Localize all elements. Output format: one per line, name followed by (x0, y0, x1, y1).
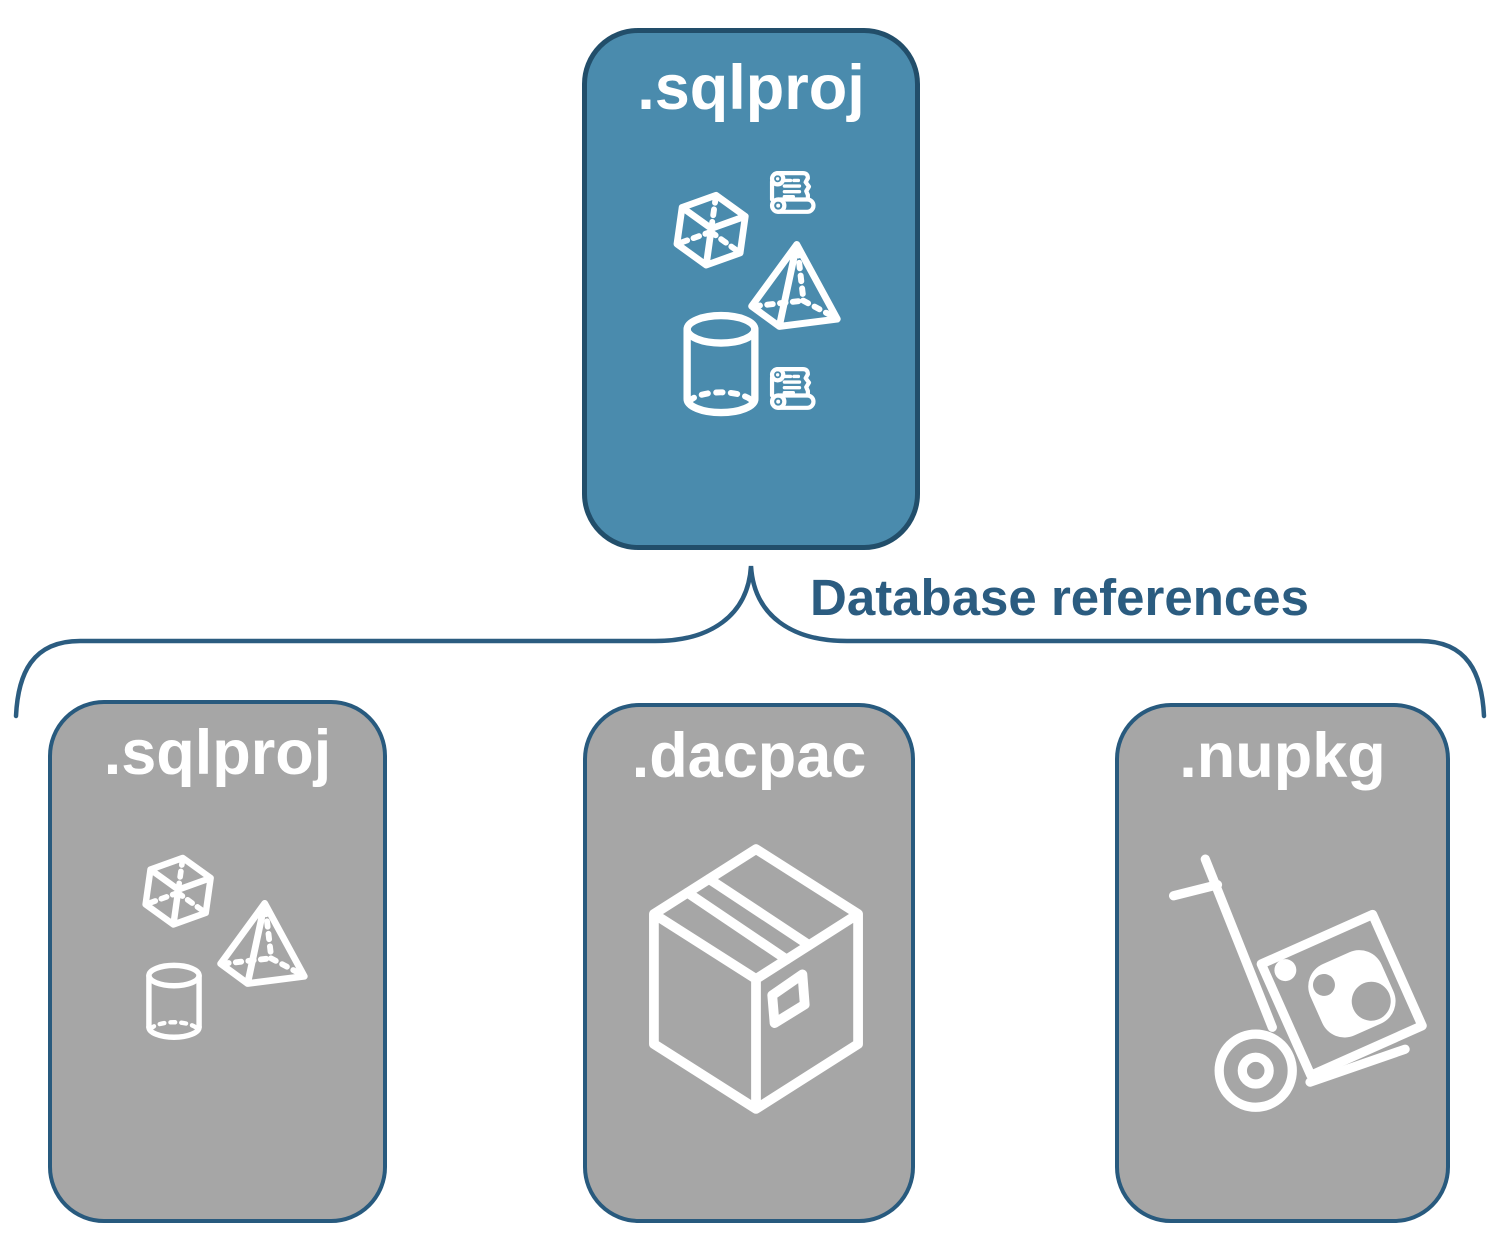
cylinder-icon (675, 311, 767, 419)
cube-icon (136, 852, 220, 932)
child-node-dacpac: .dacpac (583, 703, 915, 1223)
child-node-sqlproj: .sqlproj (48, 700, 387, 1223)
package-box-icon (640, 835, 872, 1123)
child-node-nupkg: .nupkg (1115, 703, 1450, 1223)
child-node-title: .dacpac (631, 721, 867, 791)
pyramid-icon (212, 898, 312, 988)
script-scroll-icon (767, 363, 823, 419)
root-node-sqlproj: .sqlproj (582, 28, 920, 550)
script-scroll-icon (767, 167, 823, 223)
child-node-title: .sqlproj (103, 718, 332, 788)
connector-label: Database references (810, 569, 1309, 626)
cylinder-icon (140, 962, 208, 1042)
root-node-title: .sqlproj (637, 53, 865, 123)
cube-icon (667, 189, 755, 273)
child-node-title: .nupkg (1179, 721, 1386, 791)
hand-truck-icon (1171, 847, 1415, 1115)
